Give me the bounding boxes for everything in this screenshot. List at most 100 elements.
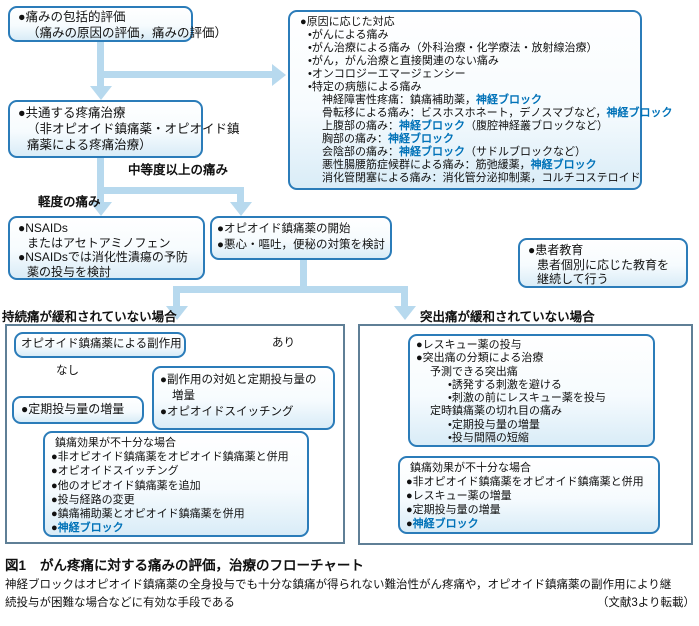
text-segment: ●投与経路の変更	[51, 493, 135, 506]
box-side-effect-management: ●副作用の対処と定期投与量の増量 ●オピオイドスイッチング	[152, 366, 335, 430]
text-segment: ●痛みの包括的評価	[18, 10, 126, 24]
text-line: 鎮痛効果が不十分な場合	[51, 436, 301, 450]
text-line: ●突出痛の分類による治療	[416, 352, 647, 365]
text-line: （非オピオイド鎮痛薬・オピオイド鎮	[18, 121, 240, 137]
box-rescue-treatment: ●レスキュー薬の投与●突出痛の分類による治療予測できる突出痛•誘発する刺激を避け…	[408, 334, 655, 447]
arrowhead-to-persistent-section	[166, 306, 188, 320]
text-line: 神経障害性疼痛：鎮痛補助薬，神経ブロック	[300, 94, 630, 107]
text-segment: ●非オピオイド鎮痛薬をオピオイド鎮痛薬と併用	[406, 476, 644, 488]
nerve-block-text: 神経ブロック	[388, 133, 454, 145]
nerve-block-text: 神経ブロック	[476, 94, 542, 106]
text-segment: ●レスキュー薬の投与	[416, 339, 522, 351]
text-segment: •刺激の前にレスキュー薬を投与	[448, 392, 606, 405]
text-segment: ●副作用の対処と定期投与量の	[160, 374, 317, 386]
text-line: ●レスキュー薬の増量	[406, 489, 652, 503]
arrowhead-to-opioid-start	[230, 202, 252, 216]
text-segment: ●レスキュー薬の増量	[406, 490, 512, 502]
text-line: ●非オピオイド鎮痛薬をオピオイド鎮痛薬と併用	[406, 475, 652, 489]
text-segment: ●悪心・嘔吐，便秘の対策を検討	[217, 239, 385, 251]
text-segment: 鎮痛効果が不十分な場合	[410, 462, 531, 474]
text-segment: 骨転移による痛み：ビスホスホネート，デノスマブなど，	[322, 107, 607, 119]
box-insufficient-analgesia-breakthrough: 鎮痛効果が不十分な場合 ●非オピオイド鎮痛薬をオピオイド鎮痛薬と併用 ●レスキュー薬…	[398, 456, 660, 534]
text-segment: 薬の投与を検討	[27, 264, 112, 279]
text-segment: オピオイド鎮痛薬による副作用	[21, 338, 182, 350]
text-line: •オンコロジーエマージェンシー	[300, 68, 630, 81]
figure-title-text: がん疼痛に対する痛みの評価，治療のフローチャート	[40, 558, 364, 573]
text-line: 増量	[160, 388, 327, 404]
text-line: ●副作用の対処と定期投与量の	[160, 372, 327, 388]
nerve-block-text: 神経ブロック	[399, 146, 465, 158]
text-line: ●患者教育	[528, 243, 678, 258]
text-line: 鎮痛効果が不十分な場合	[406, 461, 652, 475]
text-segment: 増量	[172, 390, 195, 402]
text-line: ●他のオピオイド鎮痛薬を追加	[51, 479, 301, 493]
text-segment: ●突出痛の分類による治療	[416, 352, 544, 365]
box-cause-response: ●原因に応じた対応•がんによる痛み•がん治療による痛み（外科治療・化学療法・放射…	[288, 10, 672, 190]
figure-note-line2: 続投与が困難な場合などに有効な手段である	[5, 597, 235, 609]
text-line: ●共通する疼痛治療	[18, 105, 193, 121]
text-segment: ●オピオイド鎮痛薬の開始	[217, 223, 351, 235]
text-segment: ●鎮痛補助薬とオピオイド鎮痛薬を併用	[51, 508, 245, 521]
text-line: ●オピオイドスイッチング	[51, 464, 301, 478]
text-line: ●痛みの包括的評価	[18, 10, 183, 26]
text-line: 予測できる突出痛	[416, 366, 647, 379]
text-segment: 痛薬による疼痛治療）	[27, 138, 152, 152]
text-segment: •投与間隔の短縮	[448, 432, 529, 445]
text-segment: •がんによる痛み	[308, 29, 389, 41]
box-opioid-start: ●オピオイド鎮痛薬の開始 ●悪心・嘔吐，便秘の対策を検討	[210, 216, 392, 260]
text-segment: 予測できる突出痛	[430, 365, 518, 378]
arrowhead-to-breakthrough-section	[394, 306, 416, 320]
label-no: なし	[56, 365, 79, 377]
text-segment: （サドルブロックなど）	[465, 146, 586, 158]
text-segment: 神経障害性疼痛：鎮痛補助薬，	[322, 94, 476, 106]
text-line: またはアセトアミノフェン	[18, 236, 195, 251]
text-segment: ●非オピオイド鎮痛薬をオピオイド鎮痛薬と併用	[51, 451, 289, 464]
text-segment: 継続して行う	[537, 272, 609, 286]
text-segment: 定時鎮痛薬の切れ目の痛み	[430, 405, 562, 418]
nerve-block-text: 神経ブロック	[412, 518, 479, 530]
arrow-line-bottom-branch	[173, 286, 408, 293]
text-line: ●NSAIDs	[18, 221, 195, 236]
text-line: 骨転移による痛み：ビスホスホネート，デノスマブなど，神経ブロック	[300, 107, 672, 120]
text-line: ●投与経路の変更	[51, 493, 301, 507]
label-yes: あり	[272, 337, 295, 349]
box-common-treatment: ●共通する疼痛治療（非オピオイド鎮痛薬・オピオイド鎮痛薬による疼痛治療）	[8, 100, 240, 158]
figure-number: 図1	[5, 558, 27, 573]
arrowhead-to-common-treatment	[90, 86, 112, 100]
text-line: •投与間隔の短縮	[416, 432, 647, 445]
text-segment: •定期投与量の増量	[448, 418, 540, 431]
text-line: 会陰部の痛み：神経ブロック（サドルブロックなど）	[300, 146, 630, 159]
text-segment: ●オピオイドスイッチング	[160, 406, 294, 418]
text-line: ●定期投与量の増量	[406, 503, 652, 517]
arrow-line-assessment-down	[97, 42, 104, 88]
text-line: ●オピオイド鎮痛薬の開始	[217, 221, 385, 237]
figure-note-line2-row: 続投与が困難な場合などに有効な手段である （文献3より転載）	[5, 594, 695, 612]
text-line: 患者個別に応じた教育を	[528, 258, 678, 273]
text-line: ●オピオイドスイッチング	[160, 404, 327, 420]
text-segment: ●	[406, 518, 413, 530]
text-line: 継続して行う	[528, 272, 678, 287]
text-line: 定時鎮痛薬の切れ目の痛み	[416, 405, 647, 418]
text-segment: •特定の病態による痛み	[308, 81, 422, 93]
text-segment: •誘発する刺激を避ける	[448, 378, 562, 391]
text-segment: またはアセトアミノフェン	[27, 235, 171, 250]
arrow-line-moderate-down	[237, 187, 244, 202]
text-segment: ●共通する疼痛治療	[18, 106, 126, 120]
nerve-block-text: 神経ブロック	[399, 120, 465, 132]
box-insufficient-analgesia-persistent: 鎮痛効果が不十分な場合●非オピオイド鎮痛薬をオピオイド鎮痛薬と併用●オピオイドス…	[43, 431, 309, 537]
text-segment: •オンコロジーエマージェンシー	[308, 68, 466, 80]
nerve-block-text: 神経ブロック	[530, 159, 597, 171]
figure-title: 図1 がん疼痛に対する痛みの評価，治療のフローチャート	[5, 554, 364, 574]
text-segment: ●オピオイドスイッチング	[51, 465, 179, 478]
text-line: ●定期投与量の増量	[21, 400, 135, 419]
text-line: •特定の病態による痛み	[300, 81, 630, 94]
text-line: ●原因に応じた対応	[300, 16, 630, 29]
box-opioid-side-effects: オピオイド鎮痛薬による副作用	[14, 332, 186, 358]
text-segment: 上腹部の痛み：	[322, 120, 399, 132]
text-line: ●神経ブロック	[406, 517, 652, 531]
text-line: ●レスキュー薬の投与	[416, 339, 647, 352]
text-line: 胸部の痛み：神経ブロック	[300, 133, 630, 146]
arrow-line-breakthrough-down	[401, 293, 408, 306]
text-line: •刺激の前にレスキュー薬を投与	[416, 392, 647, 405]
